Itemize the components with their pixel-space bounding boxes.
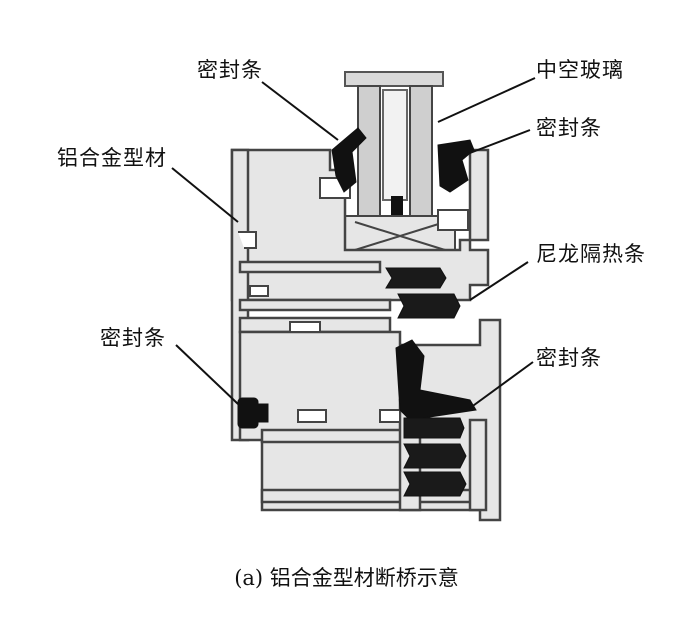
label-aluminum-profile: 铝合金型材 xyxy=(57,146,167,170)
label-seal-bottom-right: 密封条 xyxy=(536,346,602,370)
figure-caption: (a) 铝合金型材断桥示意 xyxy=(234,566,459,590)
insulating-glass xyxy=(344,71,444,217)
aluminum-frame xyxy=(230,148,502,522)
nylon-strips xyxy=(385,267,467,497)
label-insulating-glass: 中空玻璃 xyxy=(536,58,624,82)
leader-lines xyxy=(171,77,536,409)
label-nylon-strip: 尼龙隔热条 xyxy=(536,242,646,266)
label-seal-bottom-left: 密封条 xyxy=(100,326,166,350)
seals xyxy=(237,127,477,429)
label-seal-top-right: 密封条 xyxy=(536,116,602,140)
label-seal-top-left: 密封条 xyxy=(197,58,263,82)
